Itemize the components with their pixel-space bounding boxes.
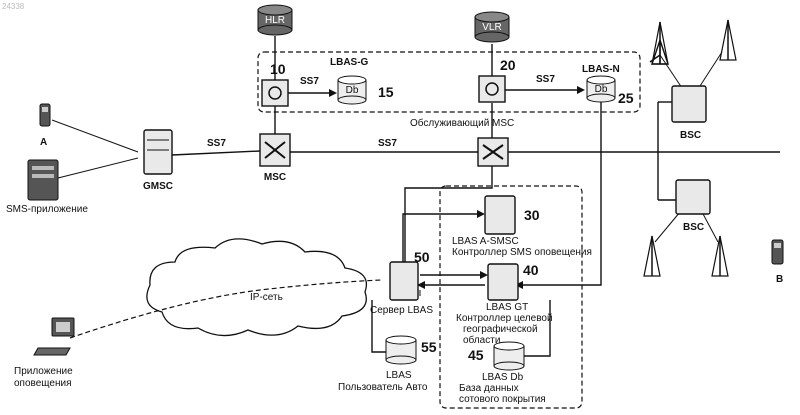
ip-cloud xyxy=(147,239,367,336)
serving-msc-switch-icon xyxy=(478,138,508,166)
lbas-smsc-label-2: Контроллер SMS оповещения xyxy=(452,247,592,258)
phone-b-icon xyxy=(772,240,783,264)
lbas-smsc-server-icon xyxy=(485,196,515,234)
lbas-users-db-icon xyxy=(386,336,416,364)
notify-app-label-1: Приложение xyxy=(14,366,73,377)
label-45: 45 xyxy=(468,347,484,363)
label-50: 50 xyxy=(414,249,430,265)
lbas-gt-server-icon xyxy=(488,264,518,300)
bsc-top-label: BSC xyxy=(680,130,701,141)
notify-app-label-2: оповещения xyxy=(14,378,72,389)
ss7-d-label: SS7 xyxy=(536,74,555,85)
tower-icon xyxy=(644,236,660,276)
lbas-gt-label-2: Контроллер целевой xyxy=(456,313,553,324)
lbas-db-label-3: сотового покрытия xyxy=(459,394,546,405)
tower-icon xyxy=(650,22,668,64)
tower-icon xyxy=(720,20,736,60)
sms-app-server-icon xyxy=(28,160,58,200)
lbas-gt-label-3: географической xyxy=(463,323,538,335)
label-15: 15 xyxy=(378,84,394,100)
label-25: 25 xyxy=(618,90,634,106)
lbas-smsc-label-1: LBAS A-SMSC xyxy=(452,236,519,247)
switch-10-icon xyxy=(262,80,288,106)
notify-app-computer-icon xyxy=(34,318,74,355)
lbas-db-label-1: LBAS Db xyxy=(482,372,524,383)
lbas-gt-label-1: LBAS GT xyxy=(486,302,528,313)
lbas-users-label-1: LBAS xyxy=(386,370,412,381)
gmsc-server-icon xyxy=(144,130,172,174)
label-55: 55 xyxy=(421,339,437,355)
label-10: 10 xyxy=(270,61,286,77)
bsc-bottom-icon xyxy=(676,180,710,214)
lbas-n-db-text: Db xyxy=(595,84,608,95)
bsc-top-icon xyxy=(672,86,706,122)
tower-icon xyxy=(712,236,728,276)
phone-b-label: B xyxy=(776,274,783,285)
label-20: 20 xyxy=(500,57,516,73)
lbas-db-label-2: База данных xyxy=(459,383,519,394)
bsc-bottom-label: BSC xyxy=(683,222,704,233)
lbas-g-db-text: Db xyxy=(346,85,359,96)
gmsc-msc-link xyxy=(172,151,260,155)
serving-msc-label: Обслуживающий MSC xyxy=(410,117,514,129)
phone-a-label: A xyxy=(40,137,47,148)
sms-app-label: SMS-приложение xyxy=(6,204,88,215)
lbas-server-icon xyxy=(390,262,418,300)
ss7-a-label: SS7 xyxy=(300,76,319,87)
ip-net-label: IP-сеть xyxy=(250,292,283,303)
phone-a-icon xyxy=(40,104,50,126)
lbas-n-label: LBAS-N xyxy=(582,64,620,75)
msc-switch-icon xyxy=(260,134,290,166)
phone-a-link xyxy=(52,120,138,152)
switch-20-icon xyxy=(479,76,505,102)
label-30: 30 xyxy=(524,207,540,223)
vlr-label: VLR xyxy=(482,22,501,33)
watermark: 24338 xyxy=(2,2,25,11)
hlr-label: HLR xyxy=(265,15,285,26)
ss7-c-label: SS7 xyxy=(378,138,397,149)
lbas-db-icon xyxy=(494,342,524,370)
gmsc-label: GMSC xyxy=(143,181,173,192)
lbas-users-label-2: Пользователь Авто xyxy=(338,382,428,393)
lbas-server-label: Сервер LBAS xyxy=(370,305,433,316)
msc-label: MSC xyxy=(264,172,286,183)
ss7-b-label: SS7 xyxy=(207,138,226,149)
sms-app-link xyxy=(58,158,138,178)
label-40: 40 xyxy=(523,262,539,278)
lbas-g-label: LBAS-G xyxy=(330,57,369,68)
